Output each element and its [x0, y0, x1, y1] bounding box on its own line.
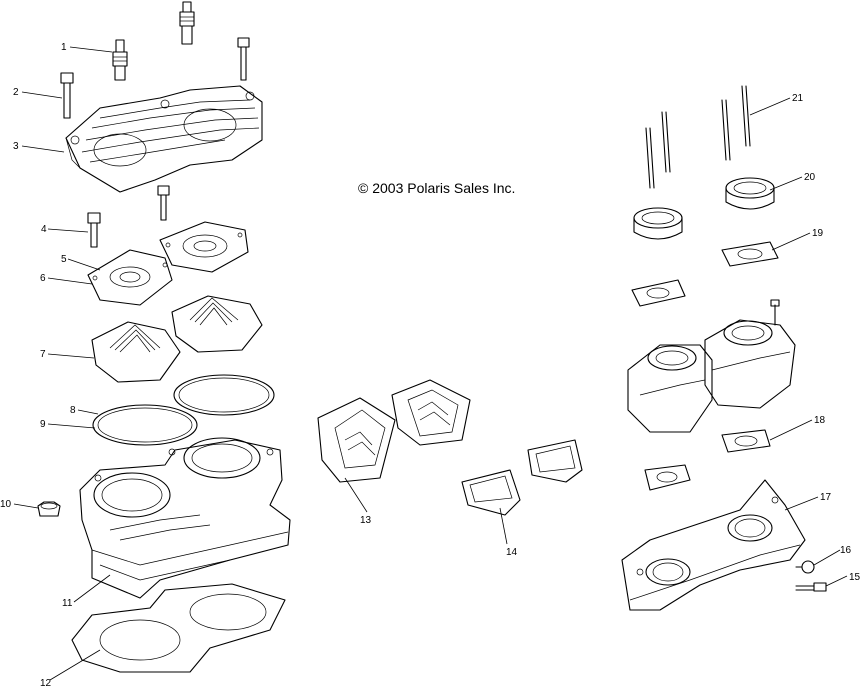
callout-20: 20	[804, 172, 816, 183]
combustion-dome	[91, 295, 263, 383]
callout-11: 11	[62, 598, 73, 609]
callout-14: 14	[506, 547, 518, 558]
callout-9: 9	[40, 419, 46, 430]
callout-6: 6	[40, 273, 46, 284]
callout-2: 2	[13, 87, 19, 98]
callout-10: 10	[0, 499, 12, 510]
callout-12: 12	[40, 678, 52, 686]
stud	[645, 85, 751, 189]
leader-lines	[13, 46, 848, 681]
spark-plug	[112, 1, 195, 81]
callout-13: 13	[360, 515, 372, 526]
callout-labels: 1 2 3 4 5 6 7 8 9 10 11 12 13 14 15 16 1…	[0, 42, 861, 686]
callout-1: 1	[61, 42, 67, 53]
cylinder-head	[65, 85, 263, 193]
carb-boot	[633, 177, 775, 240]
callout-3: 3	[13, 141, 19, 152]
callout-15: 15	[849, 572, 861, 583]
head-cover	[87, 221, 249, 306]
cylinder	[79, 437, 291, 599]
flange-gasket	[631, 241, 779, 307]
carburetor	[627, 299, 796, 433]
callout-4: 4	[41, 224, 47, 235]
copyright-text: © 2003 Polaris Sales Inc.	[358, 180, 515, 196]
intake-manifold	[621, 479, 806, 611]
head-bolt	[60, 37, 250, 119]
nut	[37, 501, 61, 517]
callout-7: 7	[40, 349, 46, 360]
callout-19: 19	[812, 228, 824, 239]
manifold-bolt	[795, 560, 827, 592]
bolt	[87, 185, 170, 248]
callout-18: 18	[814, 415, 826, 426]
reed-valve	[317, 379, 471, 483]
callout-16: 16	[840, 545, 852, 556]
carb-gasket	[644, 429, 771, 491]
callout-17: 17	[820, 492, 832, 503]
reed-spacer	[461, 439, 583, 516]
callout-5: 5	[61, 254, 67, 265]
base-gasket	[71, 583, 286, 673]
callout-21: 21	[792, 93, 804, 104]
callout-8: 8	[70, 405, 76, 416]
cylinder-o-ring	[92, 374, 275, 446]
